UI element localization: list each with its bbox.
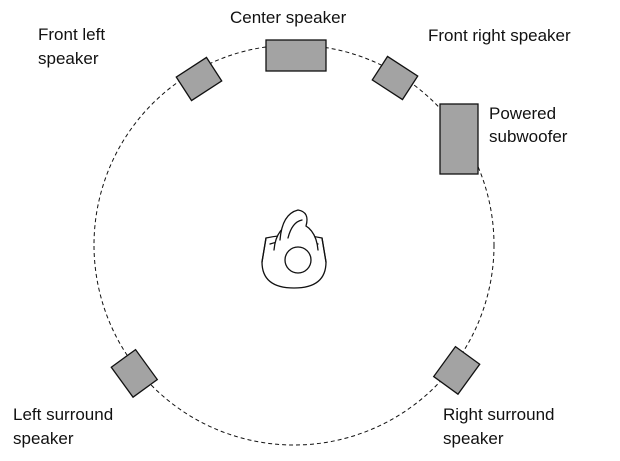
right-surround-speaker-box <box>432 345 481 396</box>
left-surround-speaker-box <box>110 348 159 399</box>
right-surround-label-line1: Right surround <box>443 405 555 424</box>
center-speaker-label: Center speaker <box>230 8 347 27</box>
front-left-speaker-label-line1: Front left <box>38 25 106 44</box>
front-right-speaker-label: Front right speaker <box>428 26 571 45</box>
right-surround-label-line2: speaker <box>443 429 504 448</box>
subwoofer-label-line2: subwoofer <box>489 127 568 146</box>
front-right-speaker-box <box>371 55 419 101</box>
front-left-speaker-box <box>175 56 223 102</box>
center-speaker-box <box>265 39 327 72</box>
front-left-speaker-label-line2: speaker <box>38 49 99 68</box>
subwoofer-box <box>439 103 479 175</box>
left-surround-label-line1: Left surround <box>13 405 114 424</box>
left-surround-label-line2: speaker <box>13 429 74 448</box>
listening-circle <box>93 44 495 446</box>
subwoofer-label-line1: Powered <box>489 104 557 123</box>
seated-listener-icon <box>261 209 327 289</box>
